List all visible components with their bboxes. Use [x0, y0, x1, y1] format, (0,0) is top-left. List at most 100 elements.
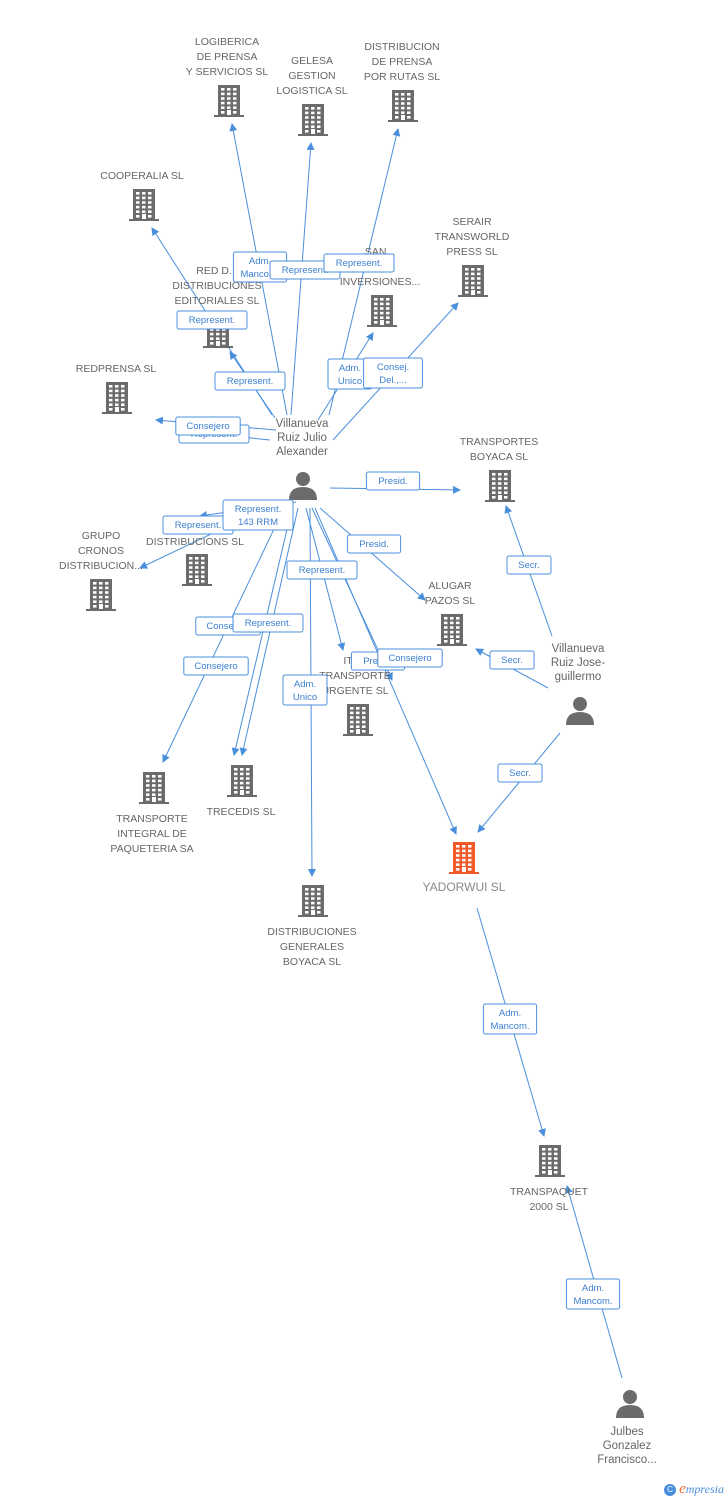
edge-label-villanueva_julio-to-red_distrib[interactable]: Represent. — [214, 371, 286, 391]
node-transportes_boyaca[interactable]: TRANSPORTES BOYACA SL — [460, 436, 539, 502]
edge-label-box — [482, 1003, 538, 1035]
node-label: Gonzalez — [603, 1440, 652, 1452]
node-label: Ruiz Julio — [277, 432, 327, 444]
node-cooperalia[interactable]: COOPERALIA SL — [100, 170, 184, 221]
edge-label-text: Represent. — [235, 504, 281, 515]
node-label: DISTRIBUCION... — [59, 560, 143, 572]
person-icon — [616, 1390, 644, 1418]
edge-label-yadorwui-to-transpaquet[interactable]: Adm.Mancom. — [482, 1003, 538, 1035]
node-label: CRONOS — [78, 545, 124, 557]
node-label: RED D... — [196, 265, 237, 277]
building-icon — [458, 265, 488, 297]
building-icon — [86, 579, 116, 611]
edge-label-box — [286, 560, 358, 580]
node-label: POR RUTAS SL — [364, 71, 440, 83]
edge-label-text: Adm. — [499, 1008, 521, 1019]
edge-villanueva_julio-to-alugar_pazos — [319, 507, 426, 601]
edge-label-villanueva_julio-to-alugar_pazos[interactable]: Presid. — [346, 534, 402, 554]
node-label: DE PRENSA — [372, 56, 433, 68]
edge-label-text: Represent. — [175, 520, 221, 531]
brand-initial: e — [679, 1481, 686, 1497]
edge-label-julbes-to-transpaquet[interactable]: Adm. Mancom. — [565, 1278, 621, 1310]
node-label: DE PRENSA — [197, 51, 258, 63]
node-transpaquet[interactable]: TRANSPAQUET 2000 SL — [510, 1145, 589, 1213]
node-julbes[interactable]: JulbesGonzalezFrancisco... — [597, 1390, 657, 1466]
edge-label-villanueva_julio-to-distrib_generales[interactable]: Adm.Unico — [282, 674, 328, 706]
edge-label-text: Represent. — [227, 376, 273, 387]
node-label: TRANSPORTES — [460, 436, 539, 448]
edge-label-text: Adm. — [582, 1283, 604, 1294]
node-itac[interactable]: ITACTRANSPORTEURGENTE SL — [319, 655, 391, 736]
node-label: Y SERVICIOS SL — [186, 66, 269, 78]
edge-label-villanueva_julio-to-itac[interactable]: Represent. — [286, 560, 358, 580]
node-label: GESTION — [288, 70, 335, 82]
node-label: YADORWUI SL — [423, 880, 506, 894]
node-label: TRANSPAQUET — [510, 1186, 589, 1198]
edge-label-villanueva_julio-to-redprensa[interactable]: Consejero — [175, 416, 241, 436]
node-label: PAQUETERIA SA — [110, 843, 193, 855]
edge-label-villanueva_julio-to-trecedis[interactable]: Represent. — [232, 613, 304, 633]
edge-label-text: Presid. — [359, 539, 389, 550]
building-icon — [214, 85, 244, 117]
edge-label-villanueva_julio-to-cooperalia[interactable]: Represent. — [176, 310, 248, 330]
node-label: BOYACA SL — [283, 956, 341, 968]
edge-label-text: Adm. — [249, 256, 271, 267]
node-yadorwui[interactable]: YADORWUI SL — [423, 842, 506, 894]
edge-label-box — [214, 371, 286, 391]
building-icon — [129, 189, 159, 221]
edge-label-box — [363, 357, 423, 389]
node-label: EDITORIALES SL — [174, 295, 259, 307]
edge-label-villanueva_julio-to-san_inversiones[interactable]: Adm.Unico — [327, 358, 373, 390]
node-label: BOYACA SL — [470, 451, 528, 463]
node-grupo_cronos[interactable]: GRUPOCRONOSDISTRIBUCION... — [59, 530, 143, 611]
node-label: SERAIR — [452, 216, 492, 228]
node-label: Julbes — [610, 1426, 643, 1438]
node-label: TRECEDIS SL — [207, 806, 276, 818]
edge-label-text: Secr. — [509, 768, 531, 779]
copyright-icon: C — [664, 1484, 677, 1497]
edge-label-text: Secr. — [501, 655, 523, 666]
edge-label-villanueva_julio-to-yadorwui[interactable]: Consejero — [377, 648, 443, 668]
edge-label-villanueva_julio-to-transporte_integral[interactable]: Consejero — [183, 656, 249, 676]
node-label: Villanueva — [552, 643, 605, 655]
node-trecedis[interactable]: TRECEDIS SL — [207, 765, 276, 818]
edge-label-villanueva_julio-to-transportes_boyaca[interactable]: Presid. — [365, 471, 421, 491]
edge-label-villanueva_jose-to-alugar_pazos[interactable]: Secr. — [489, 650, 535, 670]
building-icon — [343, 704, 373, 736]
node-label: guillermo — [555, 671, 602, 683]
edge-label-text: Represent. — [336, 258, 382, 269]
node-label: Ruiz Jose- — [551, 657, 605, 669]
node-serair[interactable]: SERAIR TRANSWORLD PRESS SL — [435, 216, 510, 297]
edge-label-text: Mancom. — [240, 269, 279, 280]
edge-label-text: Mancom. — [573, 1296, 612, 1307]
building-icon — [388, 90, 418, 122]
edge-label-text: Consej. — [377, 362, 409, 373]
edge-label-villanueva_julio-to-m_distribucions[interactable]: Represent.143 RRM — [222, 499, 294, 531]
node-label: 2000 SL — [529, 1201, 568, 1213]
node-label: ALUGAR — [428, 580, 472, 592]
building-icon — [227, 765, 257, 797]
building-icon — [449, 842, 479, 874]
node-label: TRANSWORLD — [435, 231, 510, 243]
edge-label-villanueva_julio-to-distrib_rutas[interactable]: Represent. — [323, 253, 395, 273]
edge-label-box — [489, 650, 535, 670]
node-label: Alexander — [276, 446, 328, 458]
edge-label-text: Adm. — [294, 679, 316, 690]
node-redprensa[interactable]: REDPRENSA SL — [76, 363, 157, 414]
edge-label-villanueva_julio-to-serair[interactable]: Consej.Del.,... — [363, 357, 423, 389]
node-label: PRESS SL — [446, 246, 498, 258]
edge-label-box — [232, 613, 304, 633]
edge-label-villanueva_jose-to-transportes_boyaca[interactable]: Secr. — [506, 555, 552, 575]
edge-label-villanueva_jose-to-yadorwui[interactable]: Secr. — [497, 763, 543, 783]
building-icon — [298, 885, 328, 917]
edge-label-box — [497, 763, 543, 783]
